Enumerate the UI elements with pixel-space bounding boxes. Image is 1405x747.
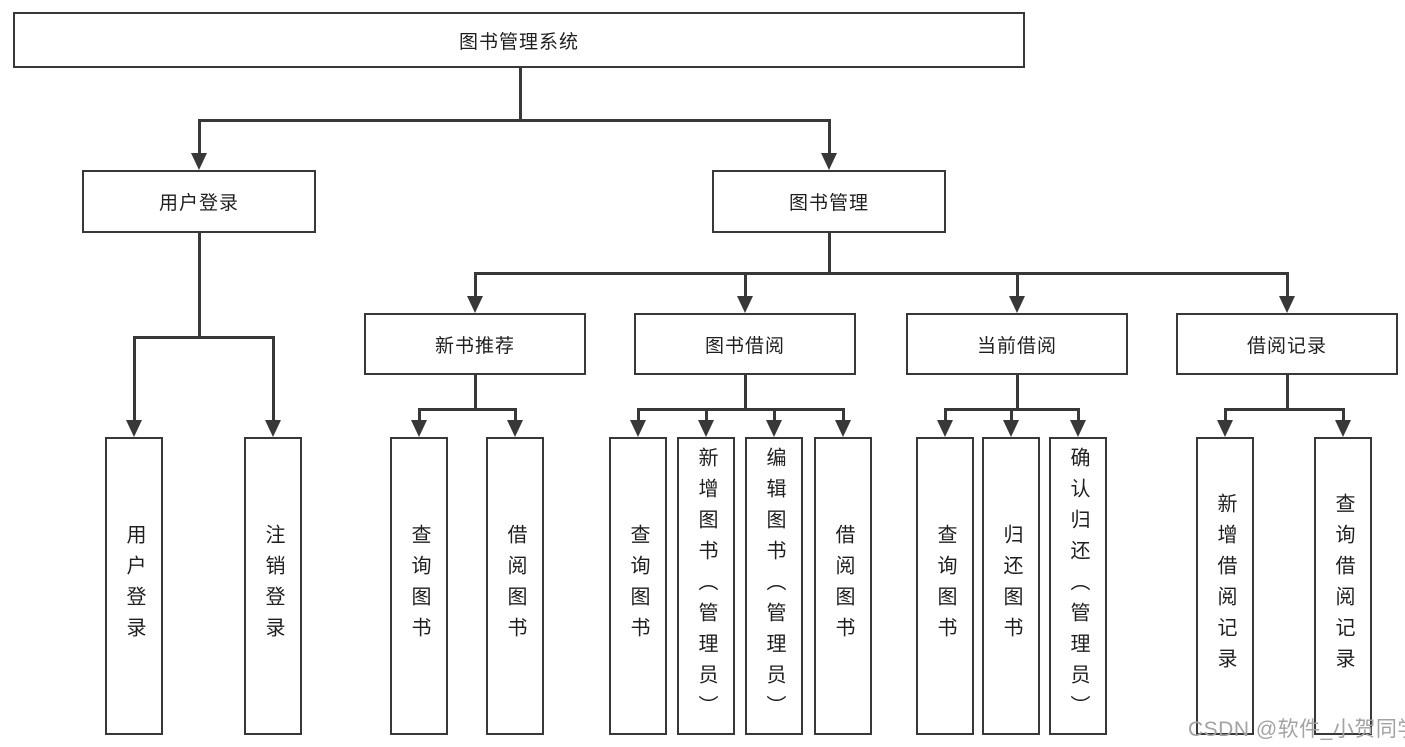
connector-to-records <box>1285 272 1289 299</box>
leaf-edit-books-admin: 编辑图书（管理员） <box>745 437 803 735</box>
leaf-user-login: 用户登录 <box>105 437 163 735</box>
connector-user-login-stem <box>197 233 201 338</box>
leaf-confirm-return-admin: 确认归还（管理员） <box>1049 437 1107 735</box>
connector-to-leaf-4 <box>636 408 640 422</box>
connector-root-rail <box>197 119 831 122</box>
connector-user-login-rail <box>132 336 275 339</box>
leaf-query-borrow-record: 查询借阅记录 <box>1314 437 1372 735</box>
leaf-query-books-recommend: 查询图书 <box>390 437 448 735</box>
connector-borrowing-rail <box>636 408 845 411</box>
connector-to-leaf-user-login <box>132 336 136 421</box>
connector-to-leaf-10 <box>1076 408 1080 422</box>
arrowhead-leaf-12 <box>1335 420 1351 437</box>
connector-book-mgmt-stem <box>827 233 831 275</box>
node-book-borrowing: 图书借阅 <box>634 313 856 375</box>
node-borrowing-records: 借阅记录 <box>1176 313 1398 375</box>
connector-to-leaf-7 <box>841 408 845 422</box>
leaf-borrow-books-recommend: 借阅图书 <box>486 437 544 735</box>
connector-to-leaf-11 <box>1223 408 1227 422</box>
connector-root-stem <box>518 68 522 122</box>
connector-to-recommendation <box>473 272 477 299</box>
connector-to-borrowing <box>743 272 747 299</box>
leaf-return-books: 归还图书 <box>982 437 1040 735</box>
connector-to-current <box>1015 272 1019 299</box>
connector-recommendation-rail <box>417 408 517 411</box>
node-library-management-system: 图书管理系统 <box>13 12 1025 68</box>
node-book-management: 图书管理 <box>712 170 946 233</box>
connector-records-rail <box>1223 408 1345 411</box>
arrowhead-leaf-4 <box>630 420 646 437</box>
connector-root-to-book-mgmt <box>827 119 831 155</box>
connector-recommendation-stem <box>473 375 477 411</box>
arrowhead-leaf-8 <box>937 420 953 437</box>
arrowhead-recommendation <box>467 296 483 313</box>
connector-current-stem <box>1015 375 1019 411</box>
connector-records-stem <box>1285 375 1289 411</box>
connector-to-leaf-5 <box>704 408 708 422</box>
connector-to-leaf-9 <box>1009 408 1013 422</box>
arrowhead-leaf-user-login <box>126 420 142 437</box>
leaf-query-books-borrowing: 查询图书 <box>609 437 667 735</box>
connector-borrowing-stem <box>743 375 747 411</box>
arrowhead-leaf-10 <box>1070 420 1086 437</box>
arrowhead-leaf-5 <box>698 420 714 437</box>
arrowhead-leaf-2 <box>411 420 427 437</box>
node-new-book-recommendation: 新书推荐 <box>364 313 586 375</box>
leaf-query-books-current: 查询图书 <box>916 437 974 735</box>
leaf-add-borrow-record: 新增借阅记录 <box>1196 437 1254 735</box>
connector-to-leaf-12 <box>1341 408 1345 422</box>
connector-to-leaf-2 <box>417 408 421 422</box>
arrowhead-book-mgmt <box>821 153 837 170</box>
leaf-logout: 注销登录 <box>244 437 302 735</box>
arrowhead-leaf-6 <box>766 420 782 437</box>
connector-to-leaf-6 <box>772 408 776 422</box>
arrowhead-leaf-logout <box>265 420 281 437</box>
connector-book-mgmt-rail <box>473 272 1289 275</box>
connector-to-leaf-3 <box>513 408 517 422</box>
arrowhead-leaf-11 <box>1217 420 1233 437</box>
arrowhead-borrowing <box>737 296 753 313</box>
csdn-watermark: CSDN @软件_小贺同学 <box>1188 718 1405 741</box>
connector-to-leaf-logout <box>271 336 275 421</box>
connector-to-leaf-8 <box>943 408 947 422</box>
arrowhead-leaf-3 <box>507 420 523 437</box>
leaf-borrow-books-borrowing: 借阅图书 <box>814 437 872 735</box>
arrowhead-current <box>1009 296 1025 313</box>
leaf-add-books-admin: 新增图书（管理员） <box>677 437 735 735</box>
node-current-borrowing: 当前借阅 <box>906 313 1128 375</box>
arrowhead-leaf-7 <box>835 420 851 437</box>
arrowhead-user-login <box>191 153 207 170</box>
node-user-login: 用户登录 <box>82 170 316 233</box>
arrowhead-records <box>1279 296 1295 313</box>
arrowhead-leaf-9 <box>1003 420 1019 437</box>
connector-root-to-user-login <box>197 119 201 155</box>
